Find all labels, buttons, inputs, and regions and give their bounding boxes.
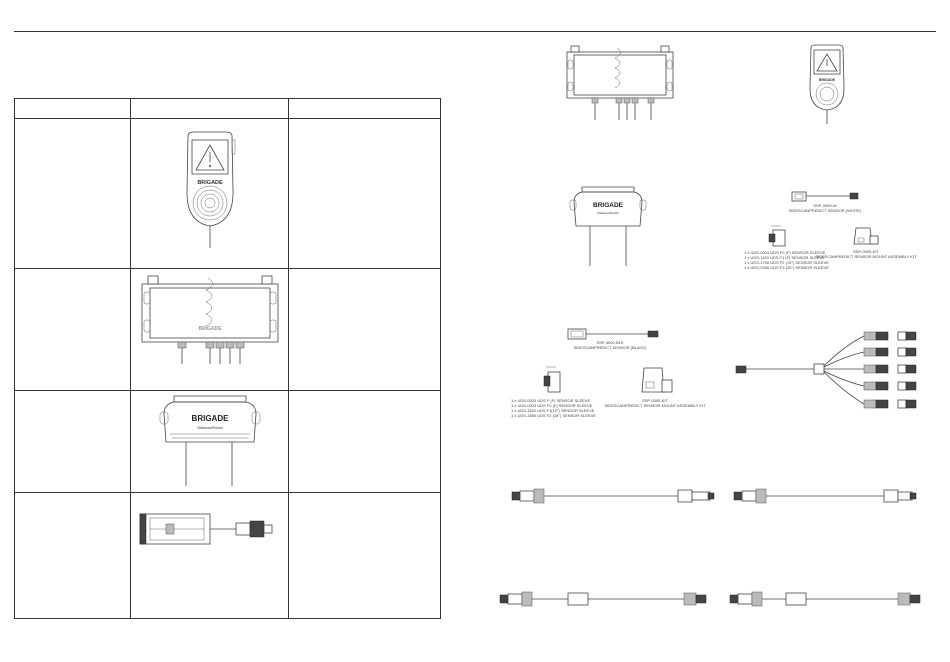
sensor-white-cable-image xyxy=(790,189,862,205)
extension-cable-image xyxy=(728,589,924,609)
mount-kit-white-part: SSP-0000-KIT xyxy=(853,249,879,254)
extension-cable-image xyxy=(732,486,920,506)
buzzer-image: BRIGADE xyxy=(180,130,240,250)
table-column-divider xyxy=(130,99,131,618)
sensor-small-sub: SidescanPredict xyxy=(597,211,619,215)
table-row-divider xyxy=(15,492,440,493)
sensor-black-cable-image xyxy=(566,326,662,342)
list-item: 1 x UDS-1850 UDS F2 (18°) SENSOR SLEEVE xyxy=(511,413,596,418)
parts-table xyxy=(14,98,441,619)
list-item: 1 x UDS-0003 UDS F0 (F) SENSOR SLEEVE xyxy=(511,403,593,408)
mount-kit-black-caption: SIDESCANPREDICT SENSOR MOUNT ASSEMBLY KI… xyxy=(604,403,706,408)
list-item: 1 x UDS-1750 UDS F2 (15°) SENSOR SLEEVE xyxy=(744,260,829,265)
ecu-box-image: BRIGADE xyxy=(140,272,280,372)
sleeve-list-white: 1 x UDS-0003 UDS F0 (F) SENSOR SLEEVE 1 … xyxy=(744,250,829,270)
sensor-white-caption: SIDESCANPREDICT SENSOR (WHITE) xyxy=(788,208,862,213)
sensor-black-part: SSP-3000-BLK xyxy=(596,340,624,345)
buzzer-small-image: BRIGADE xyxy=(805,44,849,126)
buzzer-logo: BRIGADE xyxy=(197,180,223,186)
sensor-black-caption: SIDESCANPREDICT SENSOR (BLACK) xyxy=(573,345,647,350)
sleeve-list-black: 1 x UDS-0003 UDS F (F) SENSOR SLEEVE 1 x… xyxy=(511,398,596,418)
table-row-divider xyxy=(15,390,440,391)
harness-image xyxy=(734,326,920,416)
ecu-logo: BRIGADE xyxy=(198,326,222,332)
table-column-divider xyxy=(288,99,289,618)
list-item: 1 x UDS-1150 UDS F1 (F) SENSOR SLEEVE xyxy=(744,255,826,260)
ecu-box-small-image xyxy=(565,44,675,124)
list-item: 1 x UDS-1150 UDS F1(15°) SENSOR SLEEVE xyxy=(511,408,595,413)
sensor-sub: SidescanPredict xyxy=(197,426,222,430)
sensor-small-logo: BRIGADE xyxy=(593,202,624,209)
sleeve-white-image xyxy=(765,224,789,248)
extension-cable-image xyxy=(510,486,718,506)
sensor-small-image: BRIGADE SidescanPredict xyxy=(569,186,647,268)
buzzer-small-logo: BRIGADE xyxy=(819,78,836,82)
header-rule xyxy=(14,31,936,32)
list-item: 1 x UDS-2050 UDS F3 (20°) SENSOR SLEEVE xyxy=(744,265,829,270)
list-item: 1 x UDS-0003 UDS F (F) SENSOR SLEEVE xyxy=(511,398,591,403)
sensor-white-part: SSP-3000-W xyxy=(813,203,837,208)
sensor-logo: BRIGADE xyxy=(192,414,230,423)
extension-cable-image xyxy=(498,589,712,609)
connector-cable-image xyxy=(138,510,278,550)
mount-kit-white-image xyxy=(852,224,880,248)
mount-kit-black-part: SSP-0000-KIT xyxy=(642,398,668,403)
mount-kit-white-caption: SIDESCANPREDICT SENSOR MOUNT ASSEMBLY KI… xyxy=(815,254,917,259)
mount-kit-black-image xyxy=(640,364,674,396)
list-item: 1 x UDS-0003 UDS F0 (F) SENSOR SLEEVE xyxy=(744,250,826,255)
table-row-divider xyxy=(15,268,440,269)
sensor-image: BRIGADE SidescanPredict xyxy=(159,394,261,490)
sleeve-black-image xyxy=(538,364,566,396)
table-row-divider xyxy=(15,118,440,119)
